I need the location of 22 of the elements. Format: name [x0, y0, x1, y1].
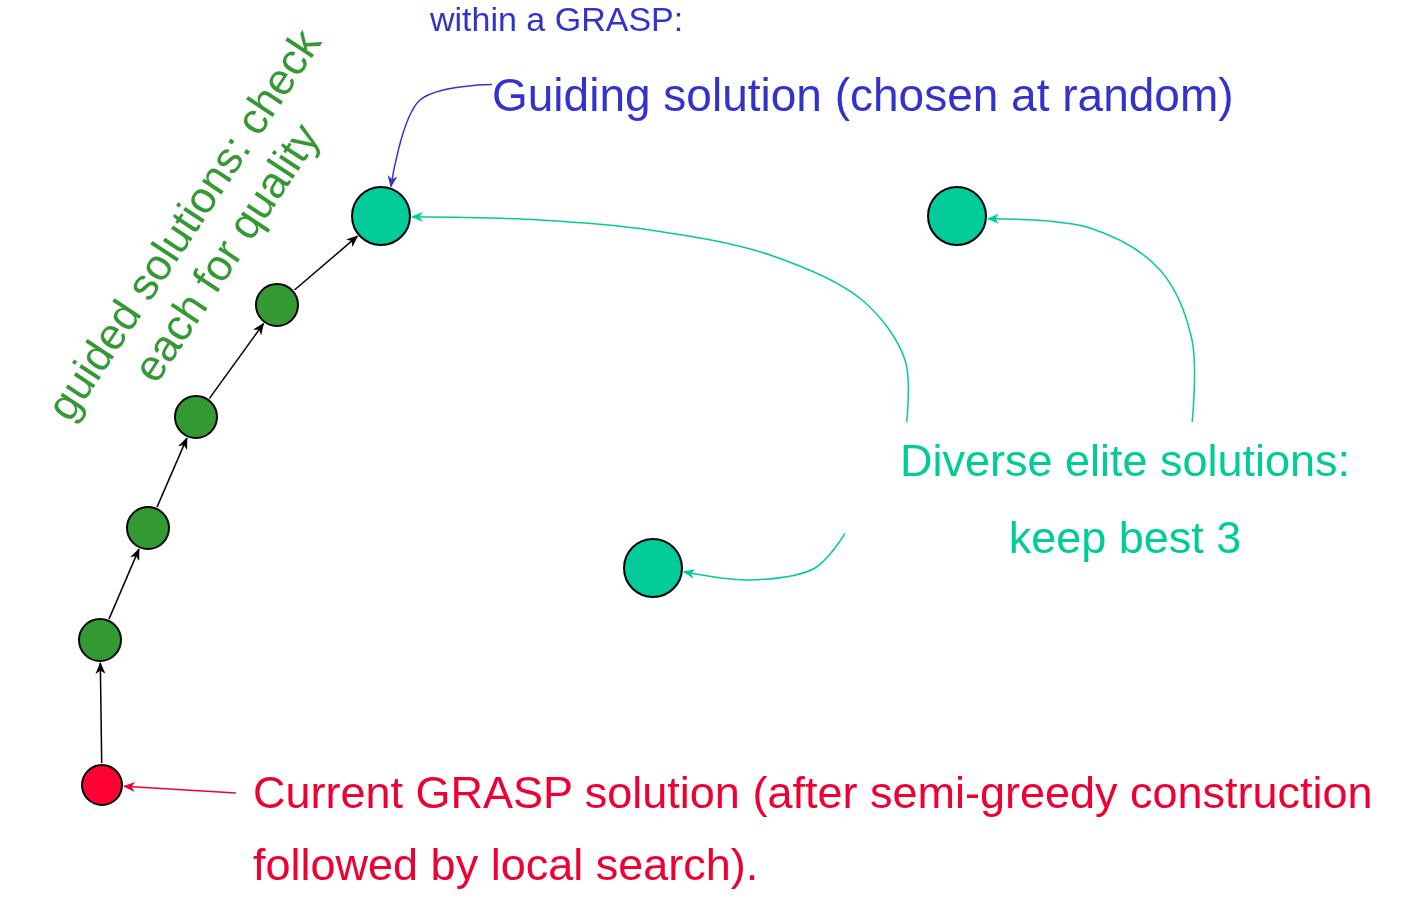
solution-circle [126, 506, 170, 550]
callout-text: Current GRASP solution (after semi-greedy construction followed by local search). [253, 757, 1393, 900]
arrow [95, 662, 106, 764]
arrow [208, 322, 265, 400]
arrow [293, 235, 359, 291]
arrow [387, 83, 493, 188]
arrow [156, 437, 188, 508]
solution-circle [927, 186, 987, 246]
solution-circle [623, 538, 683, 598]
arrow [108, 548, 140, 620]
solution-circle [78, 618, 122, 662]
arrow [122, 782, 237, 794]
title: within a GRASP: [430, 0, 684, 39]
arrow [986, 213, 1196, 423]
arrow [682, 532, 846, 581]
solution-circle [351, 186, 411, 246]
arrow [411, 211, 910, 423]
solution-circle [255, 283, 299, 327]
solution-circle [174, 395, 218, 439]
callout-text: Guiding solution (chosen at random) [492, 68, 1372, 124]
solution-circle [81, 764, 123, 806]
callout-text: Diverse elite solutions: keep best 3 [845, 422, 1405, 577]
